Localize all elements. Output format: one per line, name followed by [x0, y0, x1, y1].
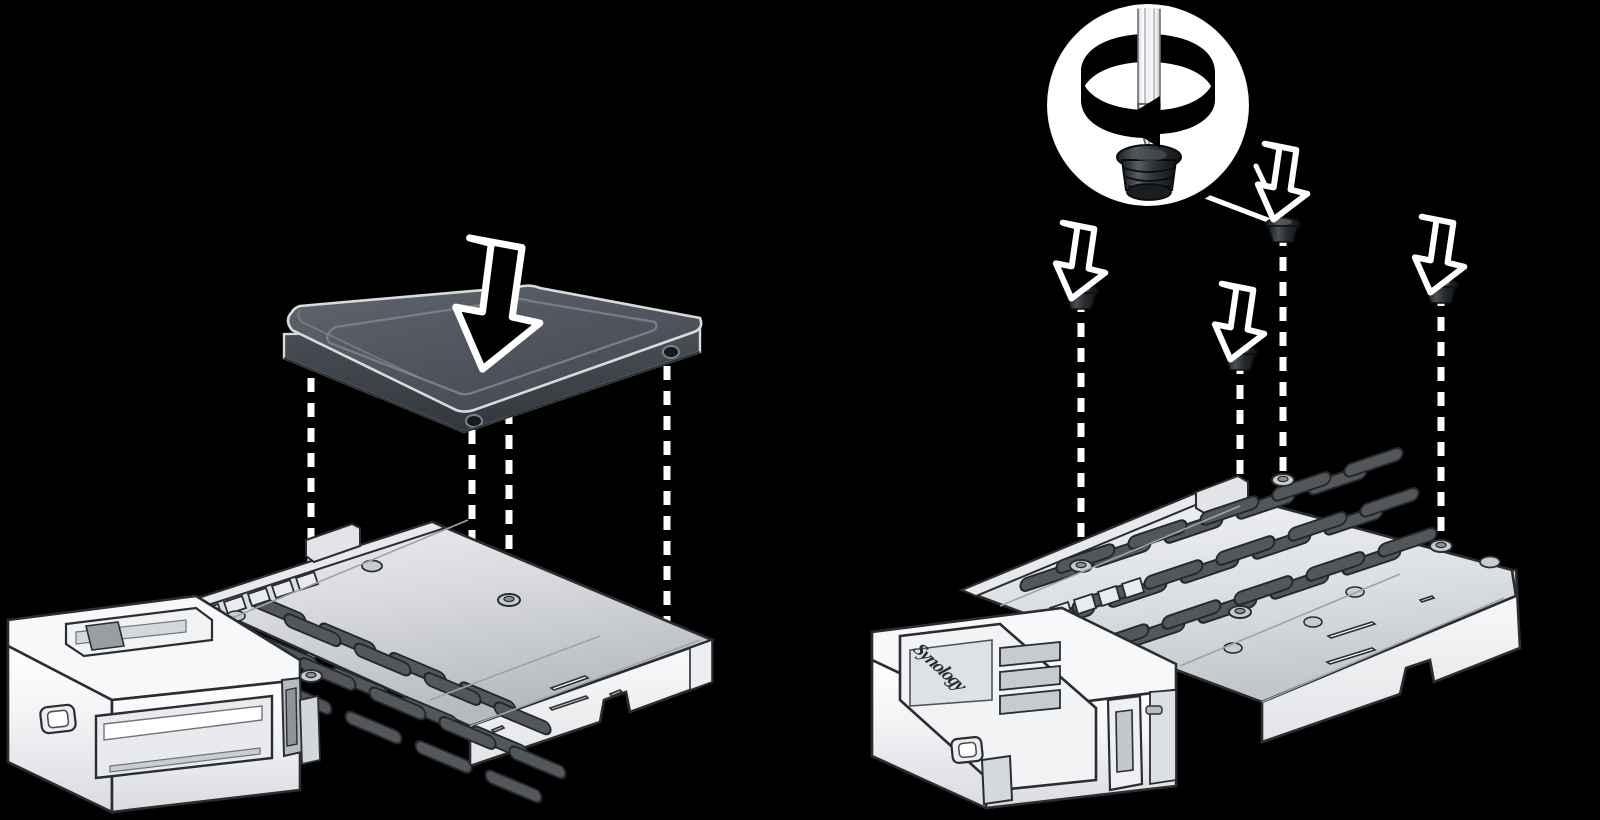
magnifier-callout — [1038, 0, 1258, 215]
tray-handle-shadow — [109, 747, 261, 773]
arrow-down-icon — [1254, 140, 1311, 223]
tray-crease-lines — [231, 519, 701, 727]
magnified-screw — [1116, 144, 1182, 201]
magnifier-circle-outline — [1038, 0, 1258, 215]
rotation-arrow-head — [1118, 72, 1215, 148]
drive-tray-right[interactable]: Synology — [870, 446, 1522, 811]
ssd-inner-panel — [325, 298, 658, 396]
screw-arrows — [1052, 140, 1468, 363]
tray-screw-holes — [1069, 473, 1501, 654]
rotation-ring-back — [1081, 34, 1215, 100]
magnifier-circle-inner — [1047, 4, 1249, 206]
tray-handle-highlight — [103, 705, 263, 741]
ssd-highlight — [297, 309, 421, 379]
tray-wall-slots — [1325, 595, 1436, 665]
panel-right: Synology — [870, 0, 1522, 811]
arrow-down-icon — [1211, 280, 1268, 363]
tray-vent-slots — [248, 593, 567, 804]
release-latch-left[interactable] — [39, 703, 77, 735]
tray-right-wall — [1260, 568, 1522, 744]
panel-left — [6, 234, 716, 815]
handle-hinge — [980, 754, 1014, 806]
screwdriver-shaft — [1137, 5, 1161, 111]
bezel-latch-clip — [1106, 689, 1177, 792]
handle-louvres — [999, 641, 1061, 715]
tray-crease-lines — [999, 505, 1505, 703]
tray-wall-slots — [490, 675, 624, 733]
arrow-down-icon — [1052, 219, 1109, 302]
tray-rear-tab — [305, 522, 361, 564]
handle-pivot-dark — [85, 621, 125, 651]
release-latch-right[interactable] — [950, 735, 984, 765]
arrow-down-icon — [1411, 213, 1468, 296]
tray-right-wall-notch — [689, 638, 713, 692]
tray-front-bezel-left[interactable] — [6, 594, 321, 815]
bezel-latch-clip — [280, 676, 321, 766]
handle-inner-face — [909, 639, 993, 707]
ssd-mount-holes — [465, 345, 680, 428]
tray-front-bezel-right[interactable]: Synology — [870, 606, 1178, 811]
tray-handle-open[interactable]: Synology — [898, 622, 1098, 806]
insert-arrow-icon — [452, 234, 544, 373]
ssd-bottom-edge — [283, 350, 701, 434]
drive-tray-left[interactable] — [6, 519, 716, 815]
